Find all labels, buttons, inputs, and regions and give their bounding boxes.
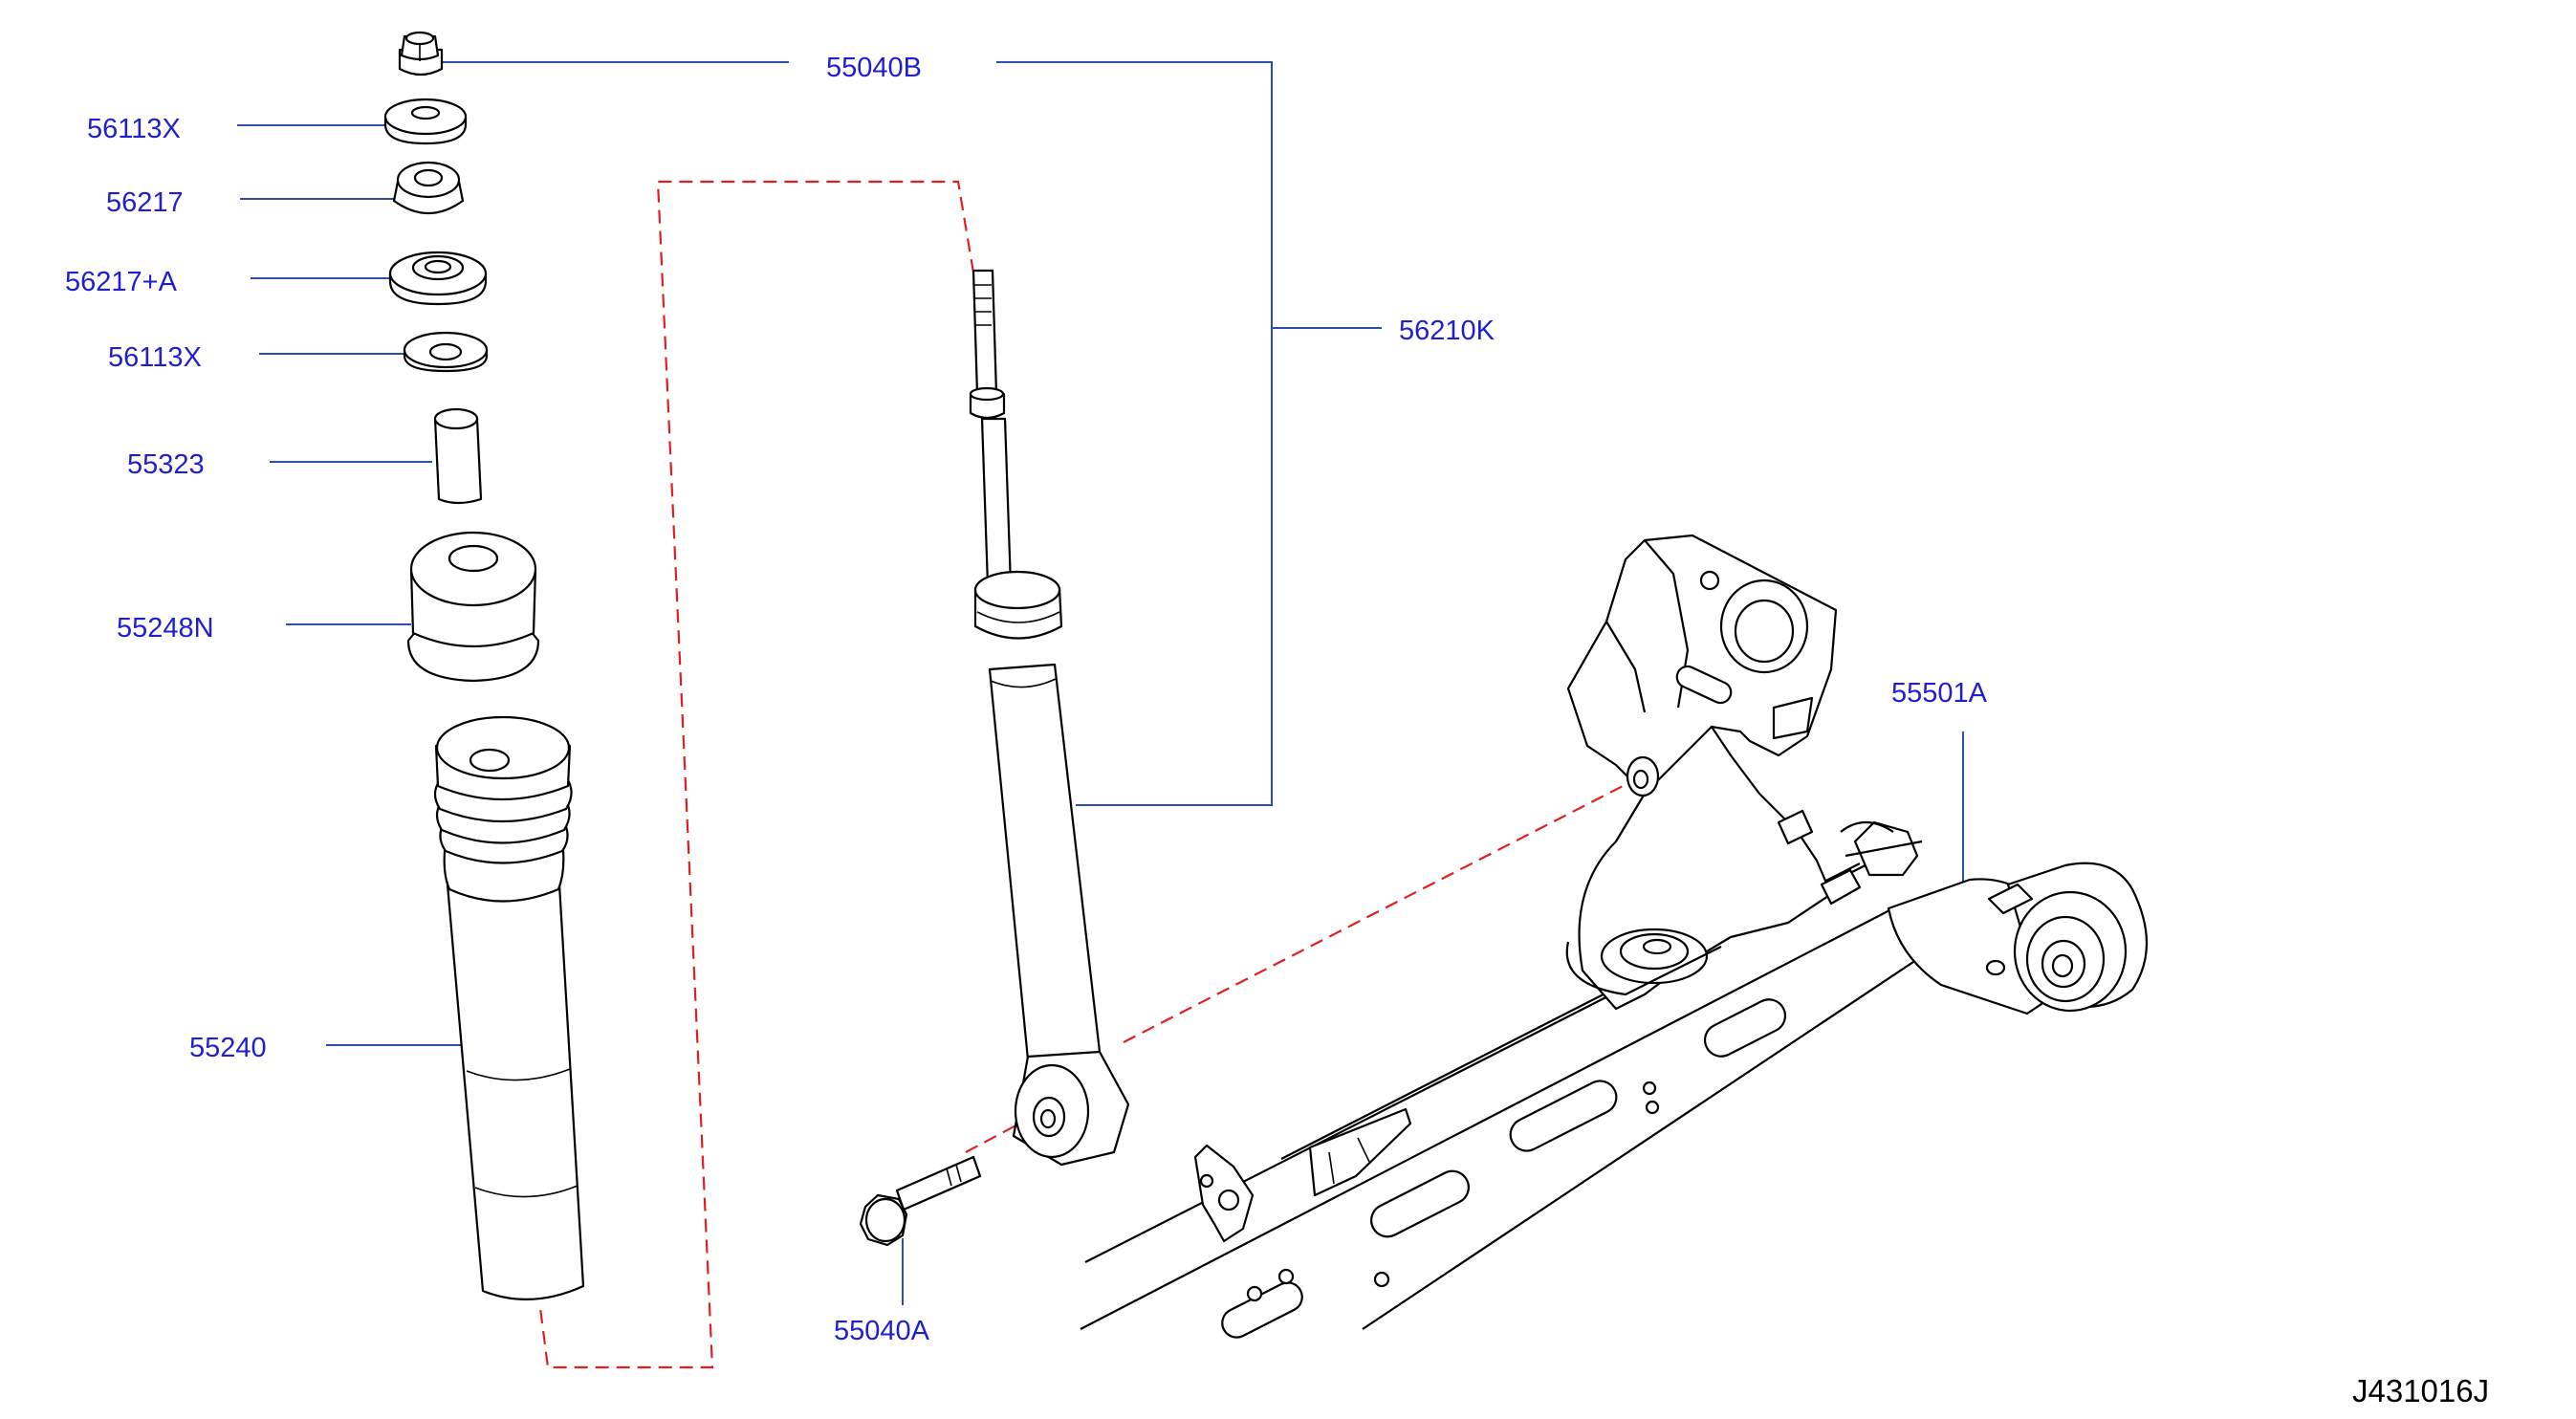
label-55040B: 55040B [826, 53, 922, 83]
leader-lines [237, 61, 1964, 1305]
washer-lower [403, 331, 489, 373]
label-55323: 55323 [127, 449, 205, 480]
label-56217A: 56217+A [65, 267, 178, 297]
collar [433, 407, 483, 505]
label-56113X-upper: 56113X [87, 114, 181, 144]
top-nut [398, 31, 444, 76]
label-55040A: 55040A [834, 1316, 930, 1346]
washer-upper [383, 98, 468, 145]
label-56217: 56217 [106, 187, 184, 218]
bound-bumper [406, 531, 540, 683]
lower-bolt [859, 1155, 982, 1247]
bushing-lower [388, 251, 488, 306]
rear-beam [1080, 534, 2148, 1339]
label-55501A: 55501A [1891, 678, 1988, 709]
part-labels: 55040B 56113X 56217 56217+A 56113X 55323… [65, 53, 2489, 1408]
dust-cover [433, 715, 585, 1300]
bushing-upper [392, 161, 465, 215]
shock-absorber [969, 269, 1130, 1167]
label-55240: 55240 [189, 1033, 267, 1063]
diagram-code: J431016J [2352, 1373, 2489, 1408]
label-55248N: 55248N [117, 613, 214, 644]
label-56210K: 56210K [1399, 316, 1495, 346]
label-56113X-lower: 56113X [108, 342, 202, 373]
